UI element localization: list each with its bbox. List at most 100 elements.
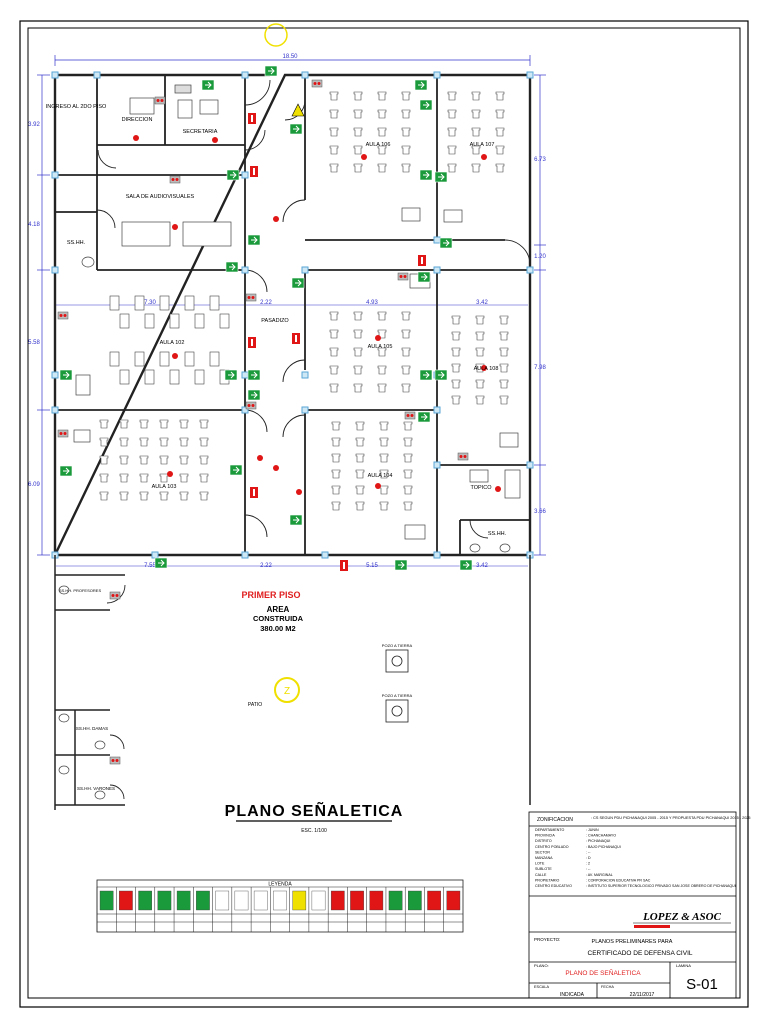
tb-field-label: PROVINCIA [535, 834, 555, 838]
chair [353, 163, 363, 173]
label-aula-103: AULA 103 [152, 484, 177, 490]
desk [169, 313, 180, 329]
right-dimension-line [534, 74, 546, 556]
chair [331, 485, 341, 495]
label-sshh-profesores: SS.HH. PROFESORES [59, 588, 102, 593]
desk [144, 313, 155, 329]
chair [403, 469, 413, 479]
chair [139, 437, 149, 447]
desk [169, 369, 180, 385]
dim-left-4: 6.09 [28, 482, 40, 488]
dim-right-1: 6.73 [534, 157, 546, 163]
chair [329, 365, 339, 375]
label-pasadizo: PASADIZO [261, 318, 289, 324]
label-sshh-varones: SS.HH. VARONES [77, 786, 115, 791]
chair [475, 315, 485, 325]
tb-proyecto-line2: CERTIFICADO DE DEFENSA CIVIL [588, 950, 693, 957]
desk [194, 369, 205, 385]
chair [331, 501, 341, 511]
title-block [528, 811, 737, 999]
chair [179, 491, 189, 501]
chair [139, 419, 149, 429]
chair [99, 455, 109, 465]
label-sshh-2: SS.HH. [488, 531, 507, 537]
chair [139, 455, 149, 465]
label-ingreso: INGRESO AL 2DO PISO [46, 104, 107, 110]
chair [119, 437, 129, 447]
desk [159, 351, 170, 367]
chair [451, 315, 461, 325]
legend-symbol [119, 890, 133, 911]
chair [401, 127, 411, 137]
chair [447, 145, 457, 155]
chair [447, 163, 457, 173]
chair [379, 421, 389, 431]
dim-left-3: 5.58 [28, 340, 40, 346]
dim-right-2: 1.20 [534, 254, 546, 260]
chair [403, 437, 413, 447]
office-furniture [129, 84, 219, 119]
chair [377, 383, 387, 393]
legend-symbol [176, 890, 191, 911]
desk [209, 351, 220, 367]
dim-mid-3: 4.93 [366, 300, 378, 306]
chair [353, 109, 363, 119]
chair [329, 329, 339, 339]
chair [401, 91, 411, 101]
chair [403, 421, 413, 431]
desk [134, 351, 145, 367]
tb-field-label: PROPIETARIO [535, 878, 559, 882]
label-topico: TOPICO [471, 485, 493, 491]
chair [99, 437, 109, 447]
legend-symbol [234, 890, 249, 911]
chair [353, 127, 363, 137]
tb-field-value: : BAJO PICHANAQUI [586, 845, 621, 849]
area-label: AREA [267, 605, 290, 614]
tb-fecha-label: FECHA [601, 985, 614, 989]
label-aula-108: AULA 108 [474, 366, 499, 372]
pozo-tierra-1 [385, 649, 409, 673]
room-labels: INGRESO AL 2DO PISO DIRECCION SECRETARIA… [46, 104, 507, 791]
chair [451, 379, 461, 389]
legend-symbol [408, 890, 422, 911]
legend-symbol [446, 890, 461, 911]
tb-field-label: SECTOR [535, 850, 550, 854]
label-secretaria: SECRETARIA [183, 129, 218, 135]
tb-field-value: : CORPORACION EDUCATIVA PR SAC [586, 878, 651, 882]
chair [329, 163, 339, 173]
legend-symbol [273, 890, 287, 911]
tb-field-label: SUBLOTE [535, 867, 552, 871]
desk [209, 295, 220, 311]
chair [471, 91, 481, 101]
legend-symbol [99, 890, 114, 911]
tb-field-value: : -- [586, 867, 591, 871]
chair [377, 127, 387, 137]
dim-bottom-2: 2.22 [260, 563, 272, 569]
aula-104-seats [331, 421, 413, 511]
tb-field-value: : D [586, 856, 591, 860]
chair [499, 395, 509, 405]
tb-field-value: : AV. MARGINAL [586, 873, 613, 877]
chair [379, 501, 389, 511]
chair [377, 109, 387, 119]
legend-symbol [138, 890, 152, 911]
chair [119, 419, 129, 429]
tb-escala-value: INDICADA [560, 992, 585, 998]
tb-field-value: : CHANCHAMAYO [586, 834, 616, 838]
desk [109, 351, 120, 367]
chair [447, 109, 457, 119]
legend-symbol [311, 890, 326, 911]
label-aula-105: AULA 105 [368, 344, 393, 350]
desk [159, 295, 170, 311]
chair [329, 347, 339, 357]
tb-field-value: : PICHANAQUI [586, 839, 610, 843]
desk [109, 295, 120, 311]
chair [355, 485, 365, 495]
chair [451, 331, 461, 341]
desk [134, 295, 145, 311]
chair [199, 473, 209, 483]
chair [495, 163, 505, 173]
chair [331, 469, 341, 479]
legend-symbol [196, 890, 210, 911]
dim-mid-2: 2.22 [260, 300, 272, 306]
